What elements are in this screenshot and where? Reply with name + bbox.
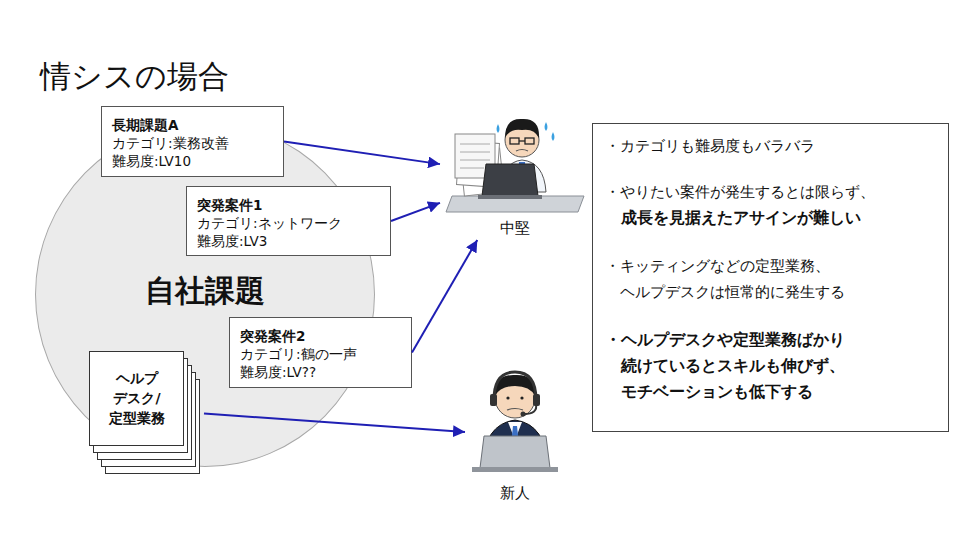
node-text: 長期課題A (112, 116, 273, 134)
node-text: 突発案件1 (197, 196, 380, 214)
newcomer-illustration (472, 372, 558, 472)
node-text: カテゴリ:ネットワーク (197, 214, 380, 232)
node-text: ヘルプ デスク/ 定型業務 (96, 368, 178, 428)
node-text: 突発案件2 (240, 327, 401, 345)
person-figure: 中堅 (440, 110, 590, 240)
node-text: ・キッティングなどの定型業務、 ヘルプデスクは恒常的に発生する (605, 253, 935, 305)
diagram-title: 情シスの場合 (40, 56, 229, 96)
node-text: カテゴリ:業務改善 (112, 134, 273, 152)
arrow-connector (204, 414, 465, 432)
node-text: ・やりたい案件が発生するとは限らず、 (605, 179, 950, 205)
person-figure: 新人 (465, 368, 565, 503)
arrow-connector (284, 142, 440, 165)
node-text: ・カテゴリも難易度もバラバラ (605, 133, 950, 159)
document-stack: ヘルプ デスク/ 定型業務 (89, 351, 204, 476)
node-text: 新人 (465, 483, 565, 503)
node-text: 難易度:LV10 (112, 152, 273, 170)
node-text: 難易度:LV3 (197, 232, 380, 250)
task-box: 突発案件2カテゴリ:鶴の一声難易度:LV?? (229, 317, 412, 388)
node-text: カテゴリ:鶴の一声 (240, 345, 401, 363)
node-text: ・ヘルプデスクや定型業務ばかり 続けているとスキルも伸びず、 モチベーションも低… (605, 327, 936, 405)
node-text: 成長を見据えたアサインが難しい (605, 205, 951, 231)
arrow-connector (412, 240, 477, 353)
node-text: 中堅 (440, 218, 590, 238)
note-box: ・カテゴリも難易度もバラバラ・やりたい案件が発生するとは限らず、成長を見据えたア… (592, 123, 949, 432)
node-text: 難易度:LV?? (240, 363, 401, 381)
busy-worker-illustration (446, 119, 584, 212)
issue-circle: 自社課題長期課題Aカテゴリ:業務改善難易度:LV10突発案件1カテゴリ:ネットワ… (35, 122, 375, 467)
node-text: 自社課題 (36, 271, 374, 311)
task-box: 長期課題Aカテゴリ:業務改善難易度:LV10 (101, 106, 284, 177)
arrow-connector (391, 203, 440, 221)
document-page (90, 352, 184, 446)
task-box: 突発案件1カテゴリ:ネットワーク難易度:LV3 (186, 186, 391, 256)
